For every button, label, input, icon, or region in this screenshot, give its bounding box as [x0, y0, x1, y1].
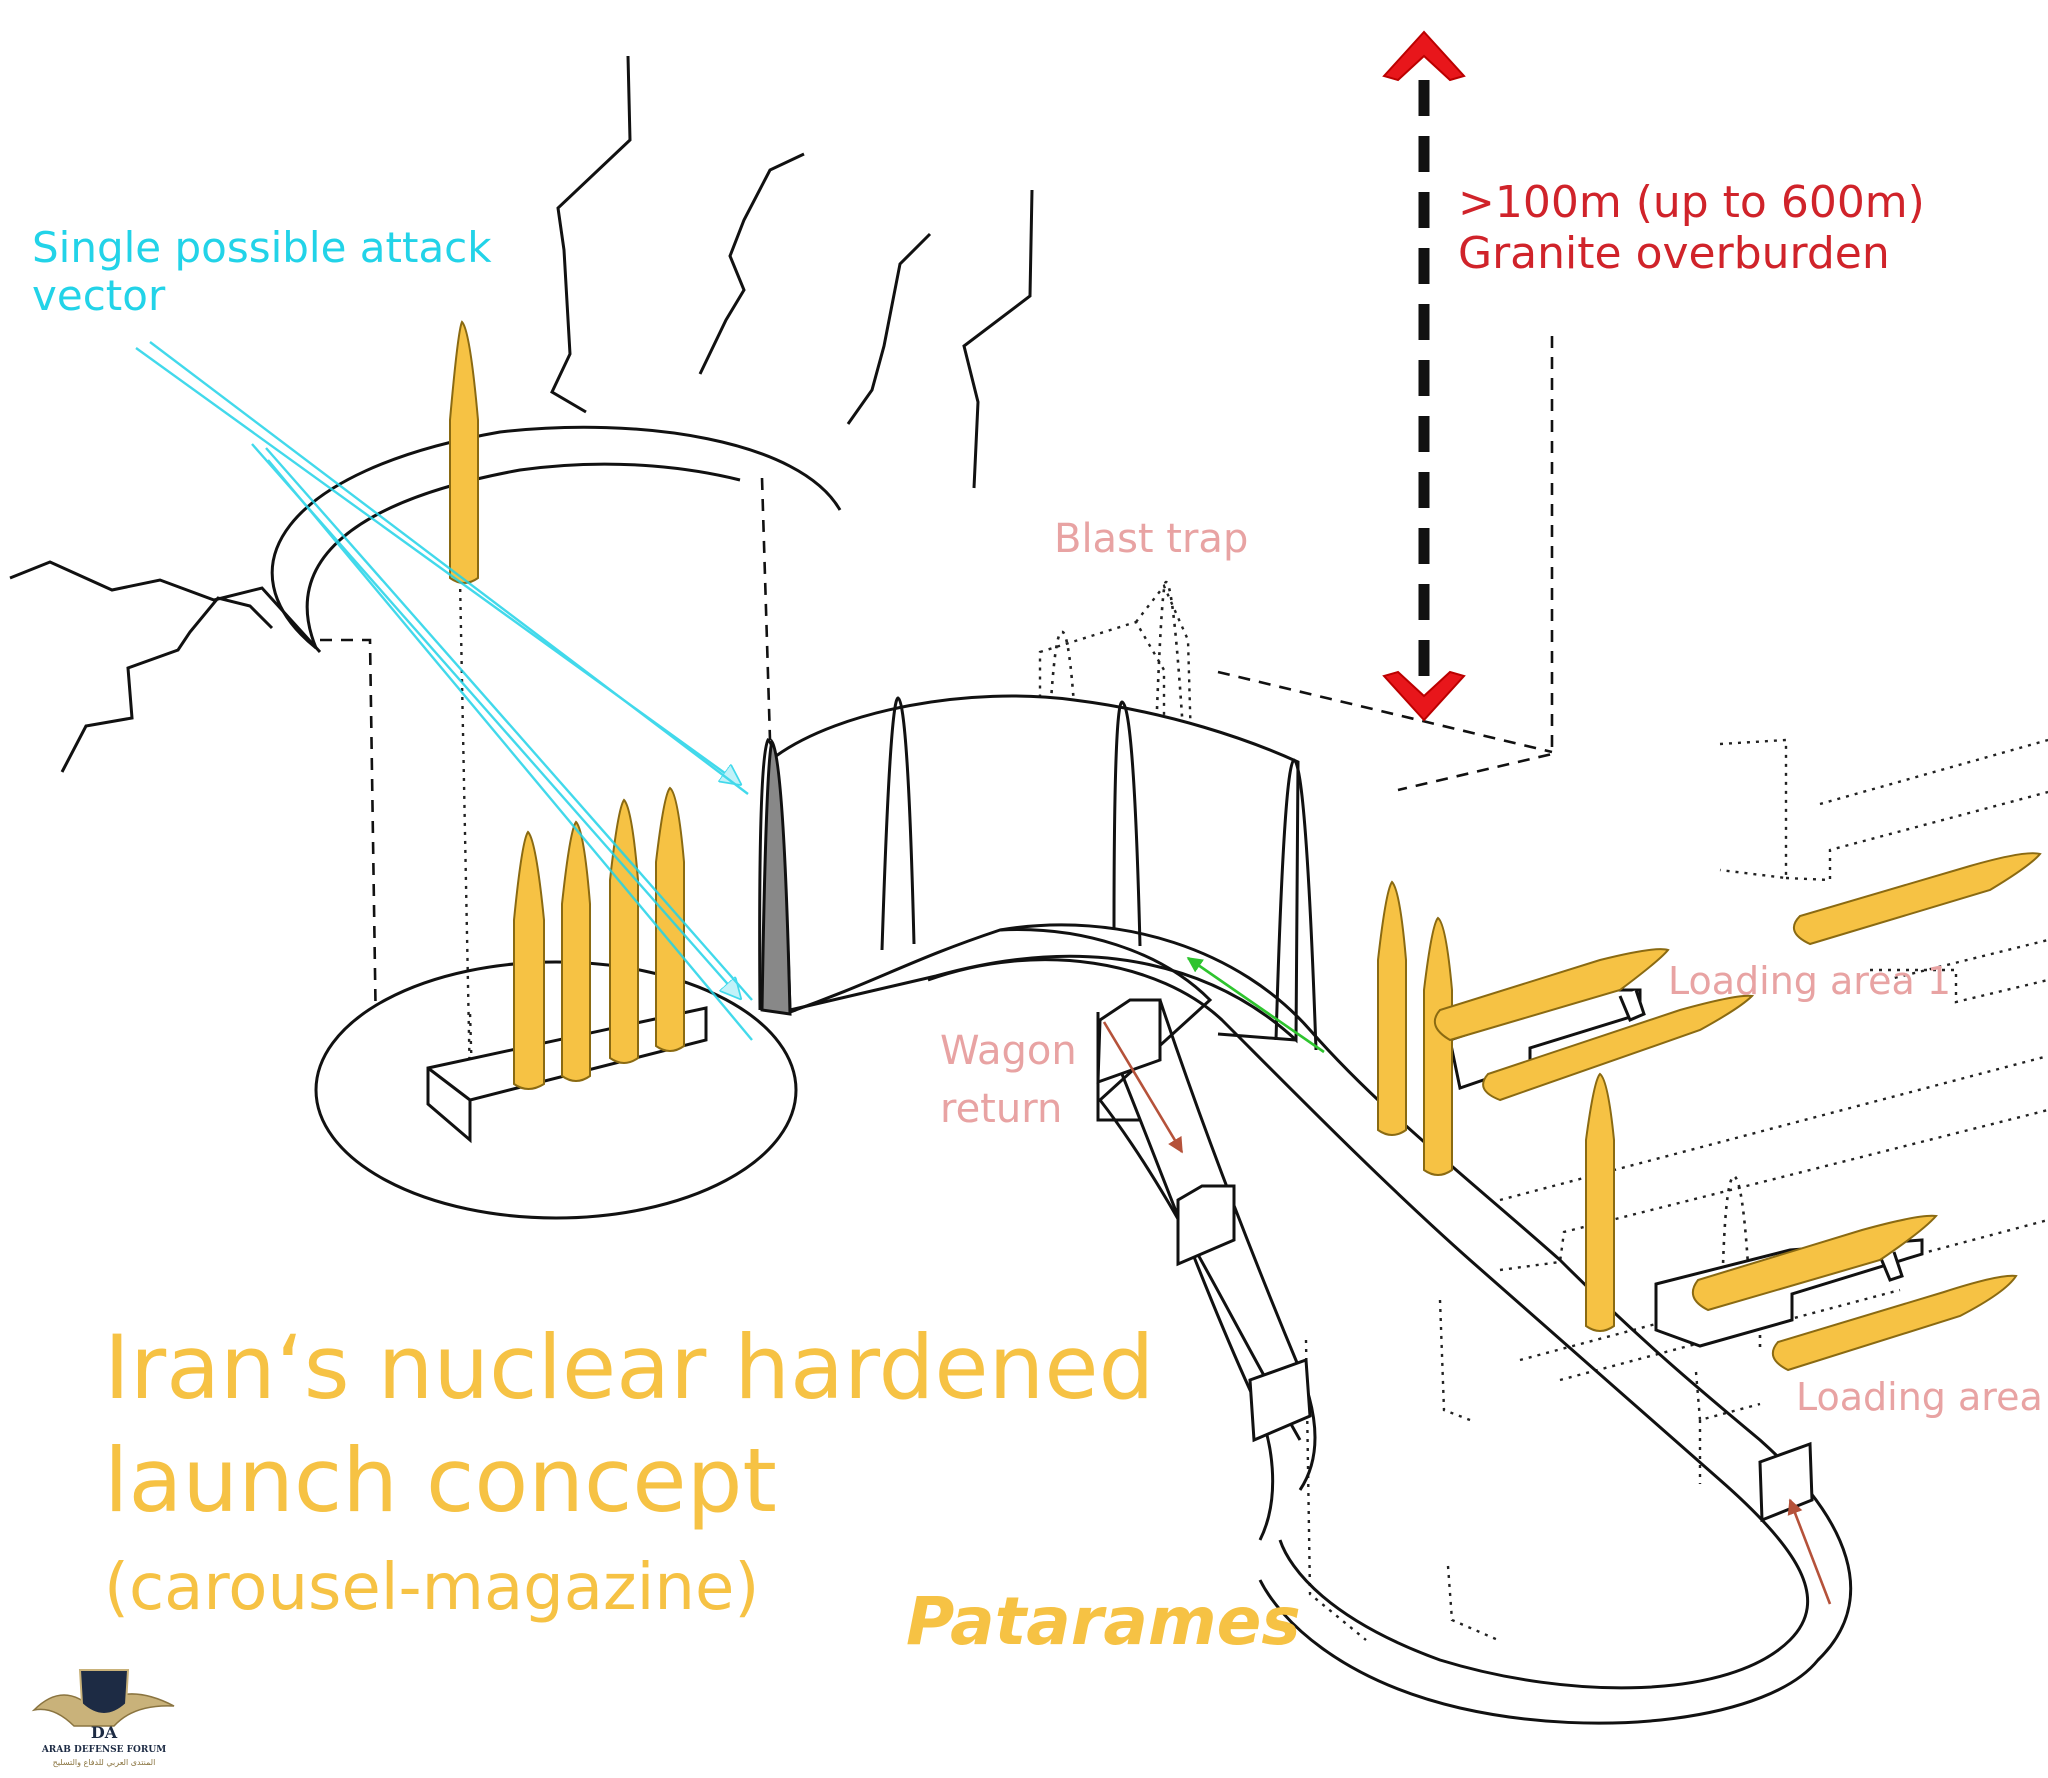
logo-monogram: DA [91, 1723, 118, 1742]
logo-name-ar: المنتدى العربي للدفاع والتسليح [53, 1758, 156, 1767]
depth-arrow-down-head [1384, 672, 1464, 720]
loading-area-2-label: Loading area 2 [1796, 1376, 2048, 1420]
missile-top [450, 322, 478, 583]
missile-bed-3 [610, 800, 638, 1063]
logo-name-en: ARAB DEFENSE FORUM [41, 1745, 166, 1755]
missile-bed-2 [562, 822, 590, 1081]
diagram-title: Iran‘s nuclear hardened launch concept [104, 1312, 1154, 1537]
launch-chamber [272, 427, 840, 1218]
missile-track-3 [1586, 1074, 1614, 1331]
missile-load1-c [1794, 853, 2040, 944]
missile-bed-1 [514, 832, 544, 1089]
attack-vector-label-line-1: Single possible attack [32, 224, 492, 272]
wagon-return-label-line-2: return [940, 1080, 1077, 1138]
wagon-return-label-line-1: Wagon [940, 1022, 1077, 1080]
terrain-lines [10, 56, 1032, 772]
diagram-title-line-2: launch concept [104, 1425, 1154, 1538]
depth-arrow [1384, 32, 1464, 720]
depth-label-line-2: Granite overburden [1458, 229, 1925, 280]
wagon-return-label: Wagon return [940, 1022, 1077, 1138]
logo-shield [80, 1670, 128, 1714]
attack-vector-label-line-2: vector [32, 272, 492, 320]
loading-platforms [1450, 990, 1922, 1346]
missile-load2-a [1693, 1216, 1936, 1310]
diagram-subtitle: (carousel-magazine) [104, 1552, 759, 1626]
attack-vector-label: Single possible attack vector [32, 224, 492, 321]
depth-label: >100m (up to 600m) Granite overburden [1458, 178, 1925, 279]
missile-track-2 [1424, 918, 1452, 1175]
depth-label-line-1: >100m (up to 600m) [1458, 178, 1925, 229]
forum-logo: DA ARAB DEFENSE FORUM المنتدى العربي للد… [14, 1640, 194, 1770]
depth-arrow-up-head [1384, 32, 1464, 80]
loading-area-1-label: Loading area 1 [1668, 960, 1951, 1004]
blast-trap-label: Blast trap [1054, 516, 1248, 562]
diagram-title-line-1: Iran‘s nuclear hardened [104, 1312, 1154, 1425]
missile-track-1 [1378, 882, 1406, 1135]
author-credit: Patarames [906, 1584, 1301, 1660]
